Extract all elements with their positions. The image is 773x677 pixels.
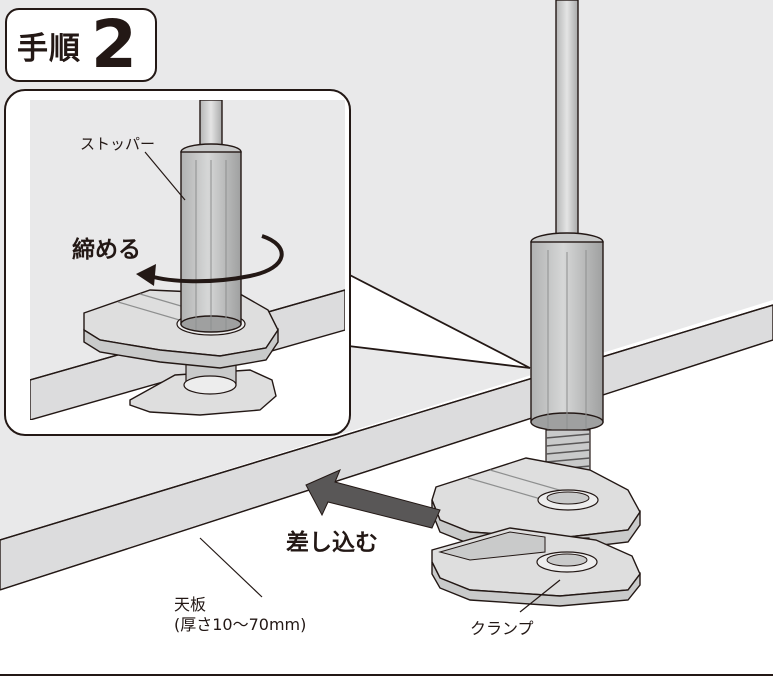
stopper-main	[530, 232, 604, 432]
insert-arrow	[305, 469, 441, 529]
clamp-lower	[431, 527, 641, 607]
insert-label: 差し込む	[286, 530, 378, 556]
inset-illustration	[30, 100, 345, 420]
clamp-leader	[519, 579, 561, 613]
tabletop-leader	[199, 537, 263, 598]
stopper-label: ストッパー	[80, 135, 156, 153]
step-label: 手順	[17, 30, 81, 67]
tighten-label: 締める	[72, 237, 141, 263]
step-number: 2	[91, 6, 137, 83]
step-badge: 手順 2	[5, 8, 157, 82]
pole	[555, 0, 579, 241]
tabletop-label: 天板 (厚さ10〜70mm)	[174, 595, 306, 635]
tabletop-name: 天板	[174, 595, 207, 614]
rotation-arrow	[149, 234, 284, 284]
tabletop-thickness: (厚さ10〜70mm)	[174, 615, 307, 634]
clamp-label: クランプ	[470, 619, 534, 638]
